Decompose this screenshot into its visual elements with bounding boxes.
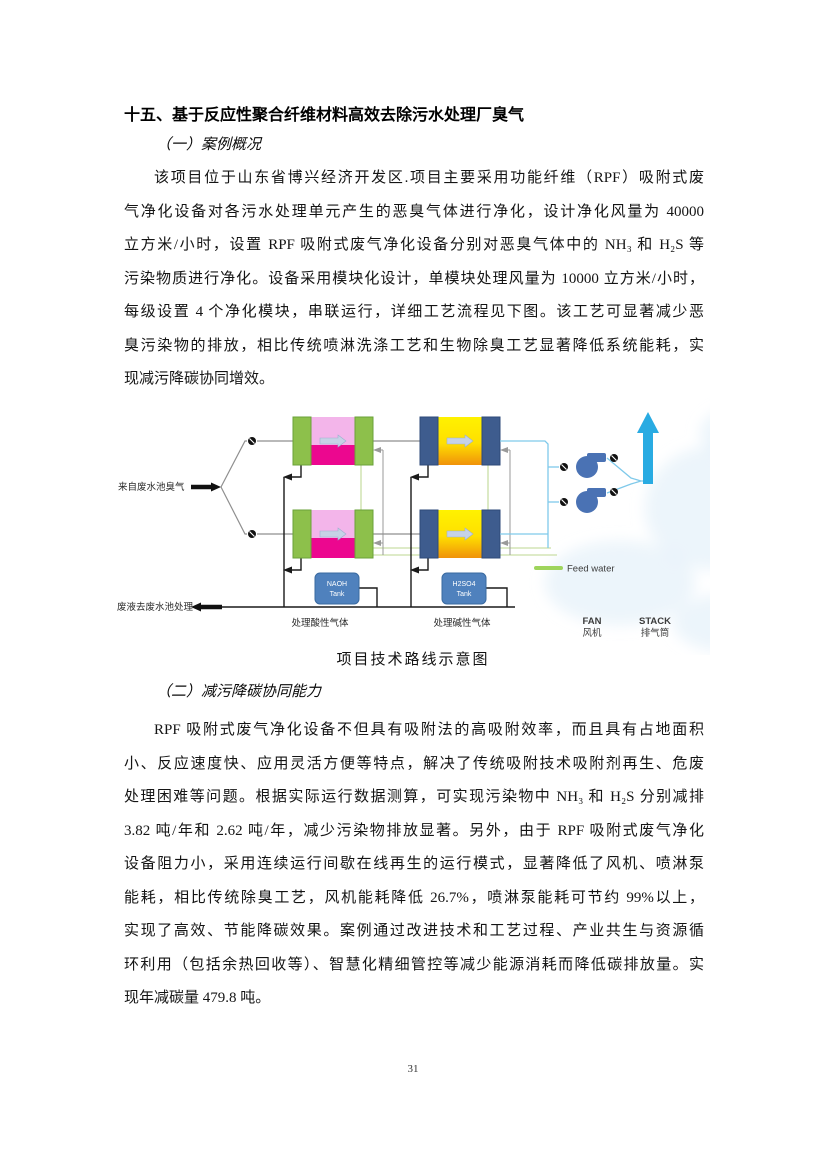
svg-text:NAOH: NAOH [327,581,347,588]
text-line: 污染物质进行净化。设备采用模块化设计，单模块处理风量为 10000 立方米/小时… [124,270,704,287]
fan-icon [576,453,606,478]
text-line: RPF 吸附式废气净化设备不但具有吸附法的高吸附效率，而且具有占地面积 [154,722,704,738]
fan-icon [576,488,606,513]
technical-route-diagram: 来自废水池臭气 [117,412,710,651]
fan-label-en: FAN [583,616,602,627]
stack-label-en: STACK [639,616,671,627]
page-number: 31 [407,1063,419,1075]
section-heading-synergy: （二）减污降碳协同能力 [156,684,322,700]
module-alkaline-stage-1 [419,416,501,466]
flow-arrow-icon [446,434,474,448]
text-line: 实现了高效、节能降碳效果。案例通过改进技术和工艺过程、产业共生与资源循 [124,923,704,939]
watermark-blob [545,416,710,651]
inlet-label: 来自废水池臭气 [118,481,185,493]
flow-arrow-icon [319,527,347,541]
acid-gas-label: 处理酸性气体 [291,617,349,629]
paragraph-case-overview: 该项目位于山东省博兴经济开发区.项目主要采用功能纤维（RPF）吸附式废 气净化设… [124,162,704,397]
feed-water-label: Feed water [567,564,615,575]
drain-lines [215,465,515,608]
module-acid-stage-1 [292,416,374,466]
naoh-tank: NAOH Tank [314,572,378,607]
flow-arrow-icon [446,527,474,541]
h2so4-tank: H2SO4 Tank [441,572,508,607]
regeneration-return-lines [373,447,511,555]
figure-caption: 项目技术路线示意图 [336,652,490,668]
outlet-label: 废液去废水池处理 [117,601,194,613]
inlet-arrow [191,482,221,492]
text-line: 处理困难等问题。根据实际运行数据测算，可实现污染物中 NH₃ 和 H₂S 分别减… [124,789,704,805]
text-line: 小、反应速度快、应用灵活方便等特点，解决了传统吸附技术吸附剂再生、危废 [124,755,704,772]
feed-water-legend: Feed water [534,564,615,575]
stack-label-cn: 排气筒 [641,627,670,639]
outlet-arrow [191,602,222,612]
text-line: 能耗，相比传统除臭工艺，风机能耗降低 26.7%，喷淋泵能耗可节约 99%以上， [124,889,704,906]
text-line: 设备阻力小，采用连续运行间歇在线再生的运行模式，显著降低了风机、喷淋泵 [124,856,704,872]
paragraph-synergy: RPF 吸附式废气净化设备不但具有吸附法的高吸附效率，而且具有占地面积 小、反应… [124,714,704,1016]
branch-lines [220,440,420,535]
fan-label-cn: 风机 [582,627,602,639]
svg-text:Tank: Tank [457,591,472,598]
flow-arrow-icon [319,434,347,448]
svg-text:Tank: Tank [330,591,345,598]
section-heading-case-overview: （一）案例概况 [156,137,262,153]
text-line: 气净化设备对各污水处理单元产生的恶臭气体进行净化，设计净化风量为 40000 [124,203,704,220]
text-line: 立方米/小时，设置 RPF 吸附式废气净化设备分别对恶臭气体中的 NH₃ 和 H… [124,237,704,253]
text-line: 臭污染物的排放，相比传统喷淋洗涤工艺和生物除臭工艺显著降低系统能耗，实 [124,337,704,354]
flue-lines [500,440,643,548]
module-alkaline-stage-2 [419,509,501,559]
text-line: 3.82 吨/年和 2.62 吨/年，减少污染物排放显著。另外，由于 RPF 吸… [124,822,704,839]
stack-arrow-icon [637,412,659,484]
svg-text:H2SO4: H2SO4 [453,581,476,588]
page-title: 十五、基于反应性聚合纤维材料高效去除污水处理厂臭气 [124,106,525,124]
alkaline-gas-label: 处理碱性气体 [433,617,491,629]
text-line: 现年减碳量 479.8 吨。 [124,990,271,1006]
module-acid-stage-2 [292,509,374,559]
text-line: 该项目位于山东省博兴经济开发区.项目主要采用功能纤维（RPF）吸附式废 [154,170,704,186]
text-line: 环利用（包括余热回收等）、智慧化精细管控等减少能源消耗而降低碳排放量。实 [124,956,704,973]
text-line: 每级设置 4 个净化模块，串联运行，详细工艺流程见下图。该工艺可显著减少恶 [124,304,704,320]
text-line: 现减污降碳协同增效。 [124,371,275,387]
branch-valve-icon [248,437,256,538]
fan-valve-icon [560,454,618,506]
